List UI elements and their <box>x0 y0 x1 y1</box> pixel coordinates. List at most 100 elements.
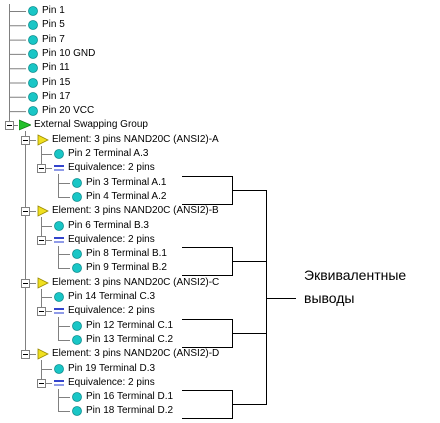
element-row[interactable]: Element: 3 pins NAND20C (ANSI2)-D <box>37 347 219 361</box>
pin-circle-icon <box>28 77 38 88</box>
equivalent-pin-row[interactable]: Pin 12 Terminal C.1 <box>71 319 173 333</box>
callout-equivalent-pins: Эквивалентные выводы <box>304 264 406 310</box>
equivalence-collapse-toggle[interactable] <box>37 307 46 316</box>
pin-row-label: Pin 10 GND <box>42 47 96 59</box>
pin-circle-icon <box>72 335 82 345</box>
equivalent-pin-row-label: Pin 3 Terminal A.1 <box>86 177 167 188</box>
element-pin-row[interactable]: Pin 19 Terminal D.3 <box>53 362 155 376</box>
equivalent-pin-row[interactable]: Pin 4 Terminal A.2 <box>71 190 166 204</box>
pin-circle-icon <box>28 91 38 102</box>
equivalent-pin-row[interactable]: Pin 9 Terminal B.2 <box>71 261 167 275</box>
equivalent-pin-row-label: Pin 8 Terminal B.1 <box>86 248 167 259</box>
swap-group-arrow-icon <box>19 119 31 131</box>
equivalent-pin-row[interactable]: Pin 3 Terminal A.1 <box>71 176 166 190</box>
element-row[interactable]: Element: 3 pins NAND20C (ANSI2)-B <box>37 204 219 218</box>
element-triangle-icon <box>37 277 49 289</box>
element-triangle-icon <box>37 348 49 360</box>
equivalent-pin-row[interactable]: Pin 8 Terminal B.1 <box>71 247 167 261</box>
pin-circle-icon <box>54 221 64 231</box>
pin-row[interactable]: Pin 15 <box>27 76 70 90</box>
element-collapse-toggle[interactable] <box>21 207 30 216</box>
pin-circle-icon <box>28 48 38 59</box>
equivalent-pin-row-label: Pin 9 Terminal B.2 <box>86 262 167 273</box>
callout-line-2: выводы <box>304 290 355 306</box>
equivalence-collapse-toggle[interactable] <box>37 164 46 173</box>
pin-circle-icon <box>28 34 38 45</box>
pin-row[interactable]: Pin 17 <box>27 90 70 104</box>
callout-line-1: Эквивалентные <box>304 267 407 283</box>
pin-row[interactable]: Pin 1 <box>27 4 65 18</box>
pin-circle-icon <box>72 406 82 416</box>
pin-row-label: Pin 15 <box>42 76 71 88</box>
pin-row[interactable]: Pin 11 <box>27 61 70 75</box>
pin-row-label: Pin 1 <box>42 5 65 16</box>
pin-circle-icon <box>72 392 82 402</box>
swap-group-row-label: External Swapping Group <box>34 119 148 130</box>
element-row[interactable]: Element: 3 pins NAND20C (ANSI2)-C <box>37 276 219 290</box>
pin-circle-icon <box>28 63 38 74</box>
equivalence-icon <box>54 380 64 386</box>
element-pin-row-label: Pin 2 Terminal A.3 <box>68 148 149 159</box>
pin-circle-icon <box>72 192 82 202</box>
equivalence-icon <box>54 308 64 314</box>
element-pin-row[interactable]: Pin 2 Terminal A.3 <box>53 147 148 161</box>
element-row-label: Element: 3 pins NAND20C (ANSI2)-B <box>52 205 219 216</box>
equivalence-collapse-toggle[interactable] <box>37 236 46 245</box>
pin-circle-icon <box>72 263 82 273</box>
equivalence-row[interactable]: Equivalence: 2 pins <box>53 161 155 175</box>
pin-row-label: Pin 5 <box>42 19 65 31</box>
equivalence-row-label: Equivalence: 2 pins <box>68 234 155 245</box>
equivalent-pin-row-label: Pin 4 Terminal A.2 <box>86 191 167 202</box>
swap-group-row[interactable]: External Swapping Group <box>19 118 148 132</box>
element-pin-row-label: Pin 14 Terminal C.3 <box>68 291 156 302</box>
equivalence-icon <box>54 237 64 243</box>
equivalent-pin-row-label: Pin 18 Terminal D.2 <box>86 405 174 416</box>
equivalence-collapse-toggle[interactable] <box>37 379 46 388</box>
element-row-label: Element: 3 pins NAND20C (ANSI2)-A <box>52 134 219 145</box>
pin-row[interactable]: Pin 20 VCC <box>27 104 94 118</box>
pin-row-label: Pin 11 <box>42 62 70 74</box>
element-collapse-toggle[interactable] <box>21 350 30 359</box>
pin-circle-icon <box>28 106 38 116</box>
equivalence-icon <box>54 165 64 171</box>
equivalent-pin-row-label: Pin 13 Terminal C.2 <box>86 334 174 345</box>
pin-row[interactable]: Pin 7 <box>27 33 65 47</box>
equivalent-pin-row[interactable]: Pin 18 Terminal D.2 <box>71 404 173 418</box>
element-collapse-toggle[interactable] <box>21 279 30 288</box>
pin-circle-icon <box>72 178 82 188</box>
pin-circle-icon <box>28 20 38 31</box>
pin-circle-icon <box>54 364 64 374</box>
pin-row-label: Pin 20 VCC <box>42 105 95 117</box>
equivalence-row[interactable]: Equivalence: 2 pins <box>53 376 155 390</box>
pin-circle-icon <box>54 292 64 302</box>
equivalence-row-label: Equivalence: 2 pins <box>68 162 155 173</box>
pin-row-label: Pin 7 <box>42 33 65 45</box>
element-pin-row-label: Pin 19 Terminal D.3 <box>68 363 156 374</box>
pin-circle-icon <box>72 321 82 331</box>
element-collapse-toggle[interactable] <box>21 136 30 145</box>
pin-circle-icon <box>28 6 38 16</box>
element-triangle-icon <box>37 134 49 146</box>
element-triangle-icon <box>37 205 49 217</box>
pin-row-label: Pin 17 <box>42 90 71 102</box>
equivalent-pin-row-label: Pin 16 Terminal D.1 <box>86 391 174 402</box>
element-row-label: Element: 3 pins NAND20C (ANSI2)-D <box>52 348 220 359</box>
pin-row[interactable]: Pin 5 <box>27 18 65 32</box>
equivalence-row[interactable]: Equivalence: 2 pins <box>53 233 155 247</box>
pin-circle-icon <box>72 249 82 259</box>
equivalent-pin-row-label: Pin 12 Terminal C.1 <box>86 320 174 331</box>
swap-group-collapse-toggle[interactable] <box>5 121 14 130</box>
element-pin-row[interactable]: Pin 14 Terminal C.3 <box>53 290 155 304</box>
equivalent-pin-row[interactable]: Pin 16 Terminal D.1 <box>71 390 173 404</box>
pin-circle-icon <box>54 149 64 159</box>
element-row[interactable]: Element: 3 pins NAND20C (ANSI2)-A <box>37 133 219 147</box>
pin-row[interactable]: Pin 10 GND <box>27 47 95 61</box>
element-pin-row-label: Pin 6 Terminal B.3 <box>68 220 149 231</box>
element-pin-row[interactable]: Pin 6 Terminal B.3 <box>53 219 149 233</box>
equivalence-row[interactable]: Equivalence: 2 pins <box>53 304 155 318</box>
equivalence-row-label: Equivalence: 2 pins <box>68 305 155 316</box>
equivalent-pin-row[interactable]: Pin 13 Terminal C.2 <box>71 333 173 347</box>
